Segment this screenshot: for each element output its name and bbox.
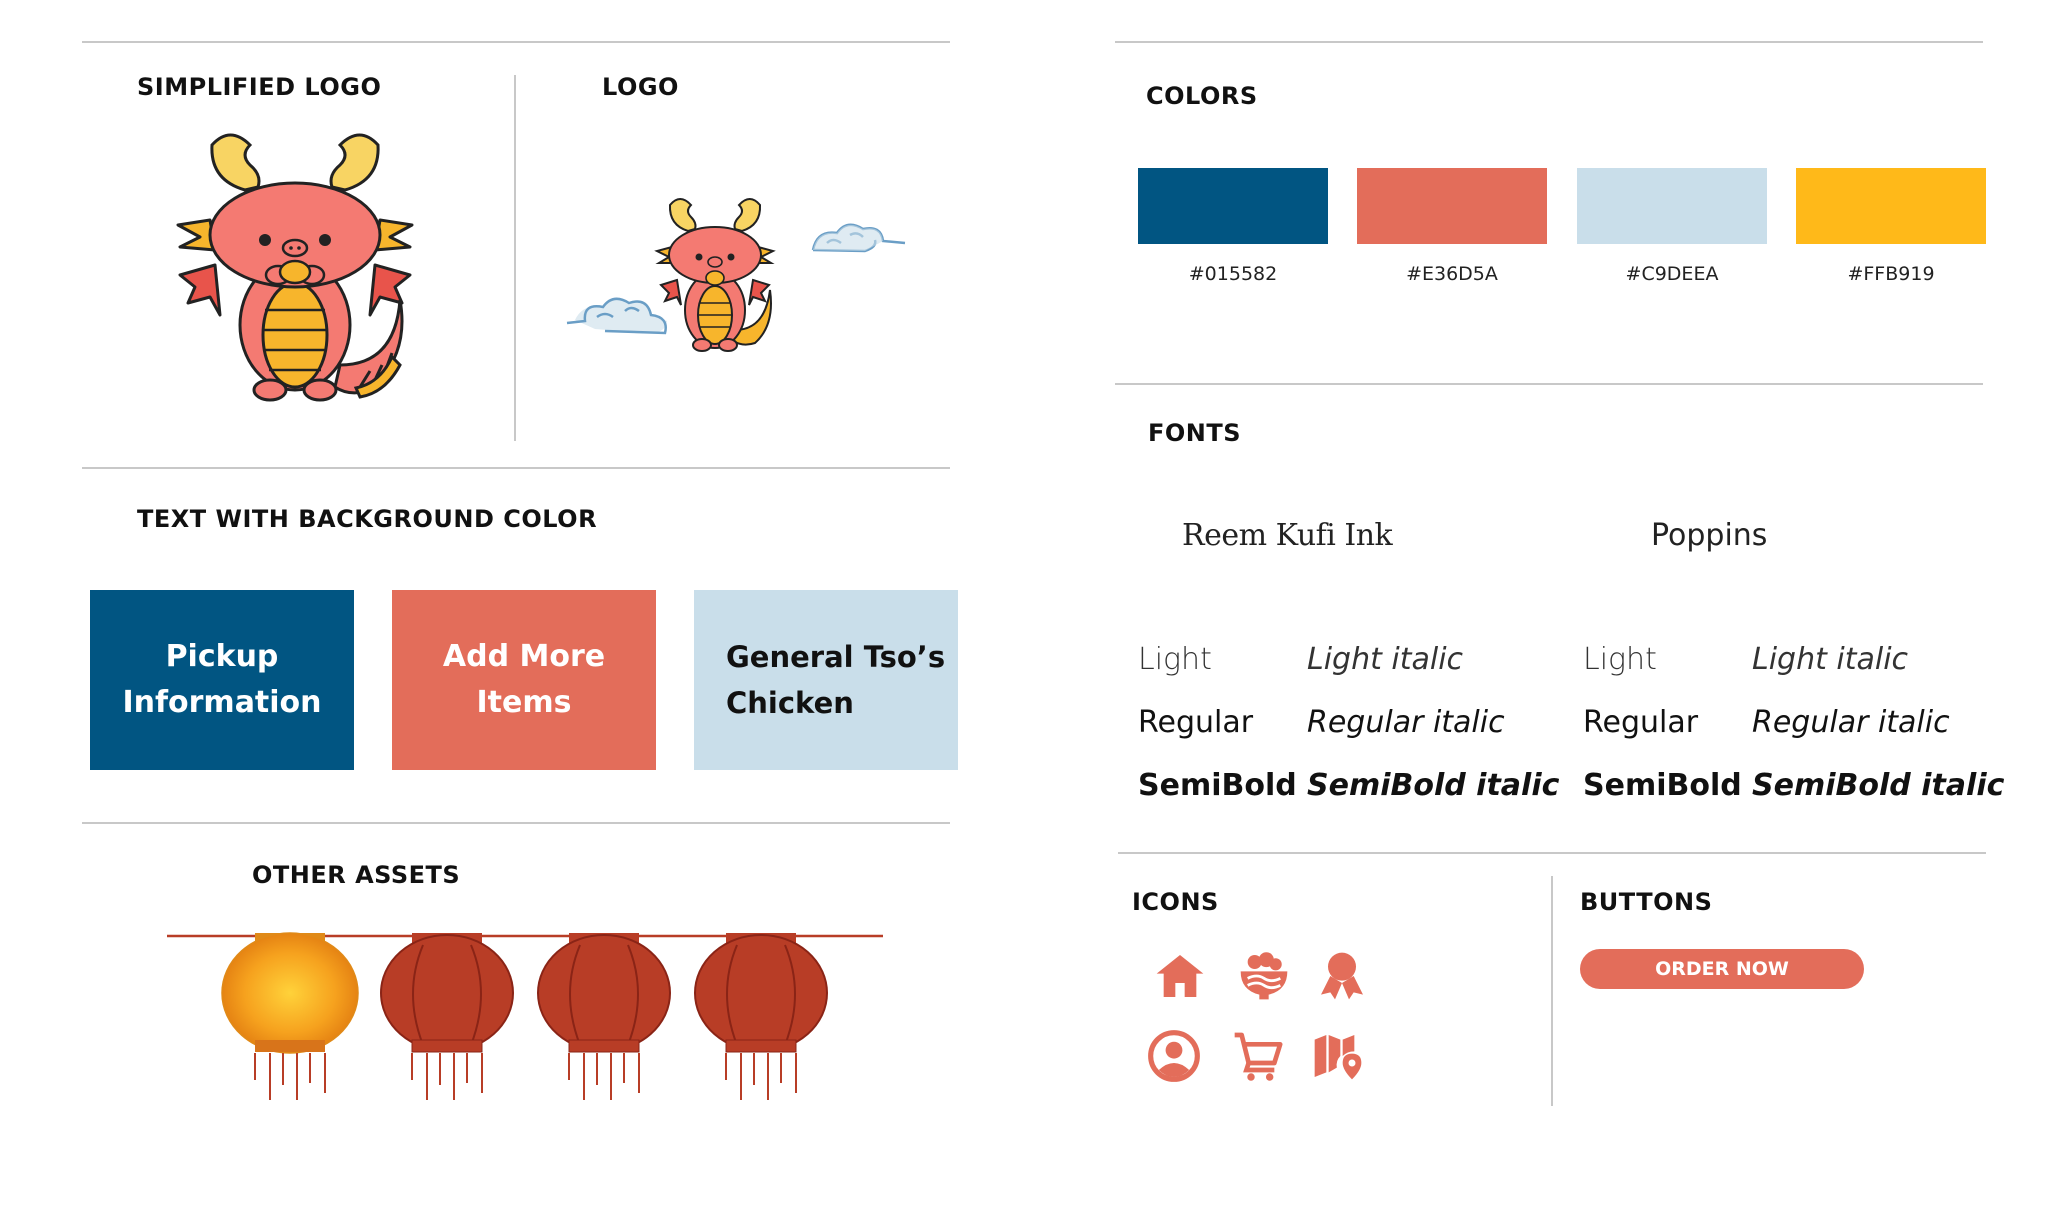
text-box-line: Items — [476, 685, 572, 720]
section-title-text-bg: TEXT WITH BACKGROUND COLOR — [137, 505, 598, 533]
color-hex-label: #015582 — [1188, 263, 1278, 285]
divider-bottom-left — [82, 822, 950, 824]
section-title-other-assets: OTHER ASSETS — [252, 861, 461, 889]
font-weight-sample: Light — [1138, 642, 1212, 677]
home-icon[interactable] — [1152, 948, 1208, 1004]
font-weight-sample: SemiBold — [1583, 768, 1742, 803]
lantern-unlit — [537, 933, 671, 1100]
dragon-logo-with-clouds — [566, 198, 906, 352]
lantern-unlit — [694, 933, 828, 1100]
font-name-poppins: Poppins — [1651, 518, 1768, 553]
divider-top-right — [1115, 41, 1983, 43]
section-title-logo: LOGO — [602, 73, 679, 101]
font-weight-sample: SemiBold italic — [1752, 768, 2005, 803]
color-swatch-yellow — [1796, 168, 1986, 244]
section-title-fonts: FONTS — [1148, 419, 1242, 447]
divider-fonts-icons — [1118, 852, 1986, 854]
section-title-buttons: BUTTONS — [1580, 888, 1713, 916]
divider-mid-left — [82, 467, 950, 469]
divider-logo-vertical — [514, 75, 516, 441]
shopping-cart-icon[interactable] — [1230, 1028, 1286, 1084]
color-swatch-coral — [1357, 168, 1547, 244]
font-weight-sample: Regular — [1583, 705, 1699, 740]
text-box-line: Add More — [442, 639, 606, 674]
font-weight-sample: Light italic — [1307, 642, 1464, 677]
divider-icons-buttons — [1551, 876, 1553, 1106]
cloud-left — [566, 297, 667, 335]
map-pin-icon[interactable] — [1310, 1028, 1366, 1084]
color-swatch-blue — [1138, 168, 1328, 244]
divider-colors-fonts — [1115, 383, 1983, 385]
section-title-simplified-logo: SIMPLIFIED LOGO — [137, 73, 382, 101]
section-title-colors: COLORS — [1146, 82, 1258, 110]
lantern-lit — [221, 932, 359, 1100]
account-circle-icon[interactable] — [1146, 1028, 1202, 1084]
font-weight-sample: SemiBold italic — [1307, 768, 1560, 803]
noodle-bowl-icon[interactable] — [1236, 948, 1292, 1004]
text-box-line: General Tso’s — [726, 640, 946, 674]
text-box-line: Chicken — [726, 686, 854, 720]
dragon-logo-simplified — [176, 133, 414, 402]
font-weight-sample: Regular italic — [1752, 705, 1950, 740]
font-name-reem-kufi-ink: Reem Kufi Ink — [1182, 518, 1393, 553]
font-weight-sample: Regular italic — [1307, 705, 1505, 740]
text-box-line: Information — [122, 685, 322, 720]
color-hex-label: #C9DEEA — [1625, 263, 1719, 285]
color-swatch-light-blue — [1577, 168, 1767, 244]
font-weight-sample: SemiBold — [1138, 768, 1297, 803]
section-title-icons: ICONS — [1132, 888, 1219, 916]
font-weight-sample: Regular — [1138, 705, 1254, 740]
color-hex-label: #FFB919 — [1847, 263, 1935, 285]
divider-top-left — [82, 41, 950, 43]
color-hex-label: #E36D5A — [1406, 263, 1498, 285]
order-now-button[interactable]: ORDER NOW — [1580, 949, 1864, 989]
font-weight-sample: Light — [1583, 642, 1657, 677]
font-weight-sample: Light italic — [1752, 642, 1909, 677]
text-box-line: Pickup — [165, 639, 279, 674]
lantern-string-asset — [167, 932, 883, 1100]
award-ribbon-icon[interactable] — [1314, 948, 1370, 1004]
lantern-unlit — [380, 933, 514, 1100]
